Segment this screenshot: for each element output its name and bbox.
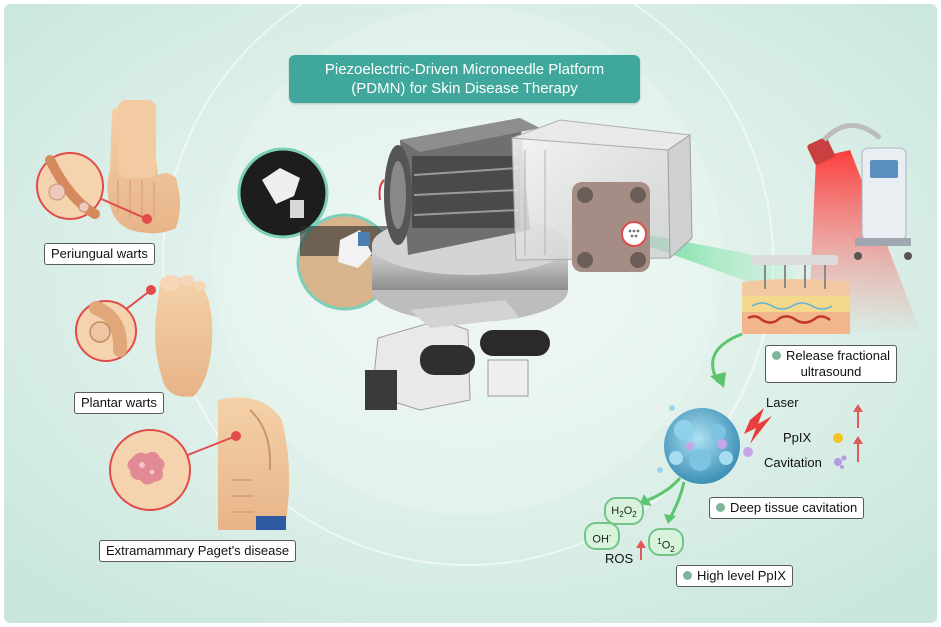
increase-arrows xyxy=(636,404,863,560)
diagram-title: Piezoelectric-Driven Microneedle Platfor… xyxy=(289,55,640,103)
text-ppix: PpIX xyxy=(783,430,812,445)
label-periungual-warts: Periungual warts xyxy=(44,243,155,265)
arrow-to-o2 xyxy=(668,481,686,519)
title-line-1: Piezoelectric-Driven Microneedle Platfor… xyxy=(324,61,605,78)
device-photo-inset xyxy=(237,147,329,239)
foot-illustration xyxy=(146,275,213,397)
periungual-zoom-icon xyxy=(36,152,104,220)
label-release-fractional-ultrasound: Release fractional ultrasound xyxy=(765,345,898,383)
torso-illustration xyxy=(218,397,290,530)
pdmn-device-render xyxy=(365,118,693,411)
tumor-cell-illustration xyxy=(657,405,753,484)
text-ros: ROS xyxy=(605,551,634,566)
text-laser: Laser xyxy=(766,395,799,410)
label-extramammary-paget: Extramammary Paget's disease xyxy=(99,540,297,562)
molecule-h2o2: H2O2 xyxy=(604,497,644,525)
cavitation-icon xyxy=(834,455,847,469)
ppix-dot-icon xyxy=(833,433,843,443)
paget-zoom-icon xyxy=(109,429,191,511)
bullet-dot xyxy=(683,571,692,580)
label-high-level-ppix: High level PpIX xyxy=(676,565,793,587)
arrow-to-h2o2 xyxy=(647,477,682,502)
title-line-2: (PDMN) for Skin Disease Therapy xyxy=(351,80,578,97)
molecule-oh: OH- xyxy=(584,522,620,550)
text-cavitation: Cavitation xyxy=(764,455,822,470)
label-plantar-warts: Plantar warts xyxy=(74,392,164,414)
bullet-dot xyxy=(772,351,781,360)
bullet-dot xyxy=(716,503,725,512)
hand-illustration xyxy=(107,100,180,234)
molecule-singlet-oxygen: 1O2 xyxy=(648,528,684,556)
label-deep-tissue-cavitation: Deep tissue cavitation xyxy=(709,497,865,519)
skin-cross-section xyxy=(742,255,850,334)
laser-bolt-icon xyxy=(744,408,772,444)
plantar-zoom-icon xyxy=(75,300,137,362)
